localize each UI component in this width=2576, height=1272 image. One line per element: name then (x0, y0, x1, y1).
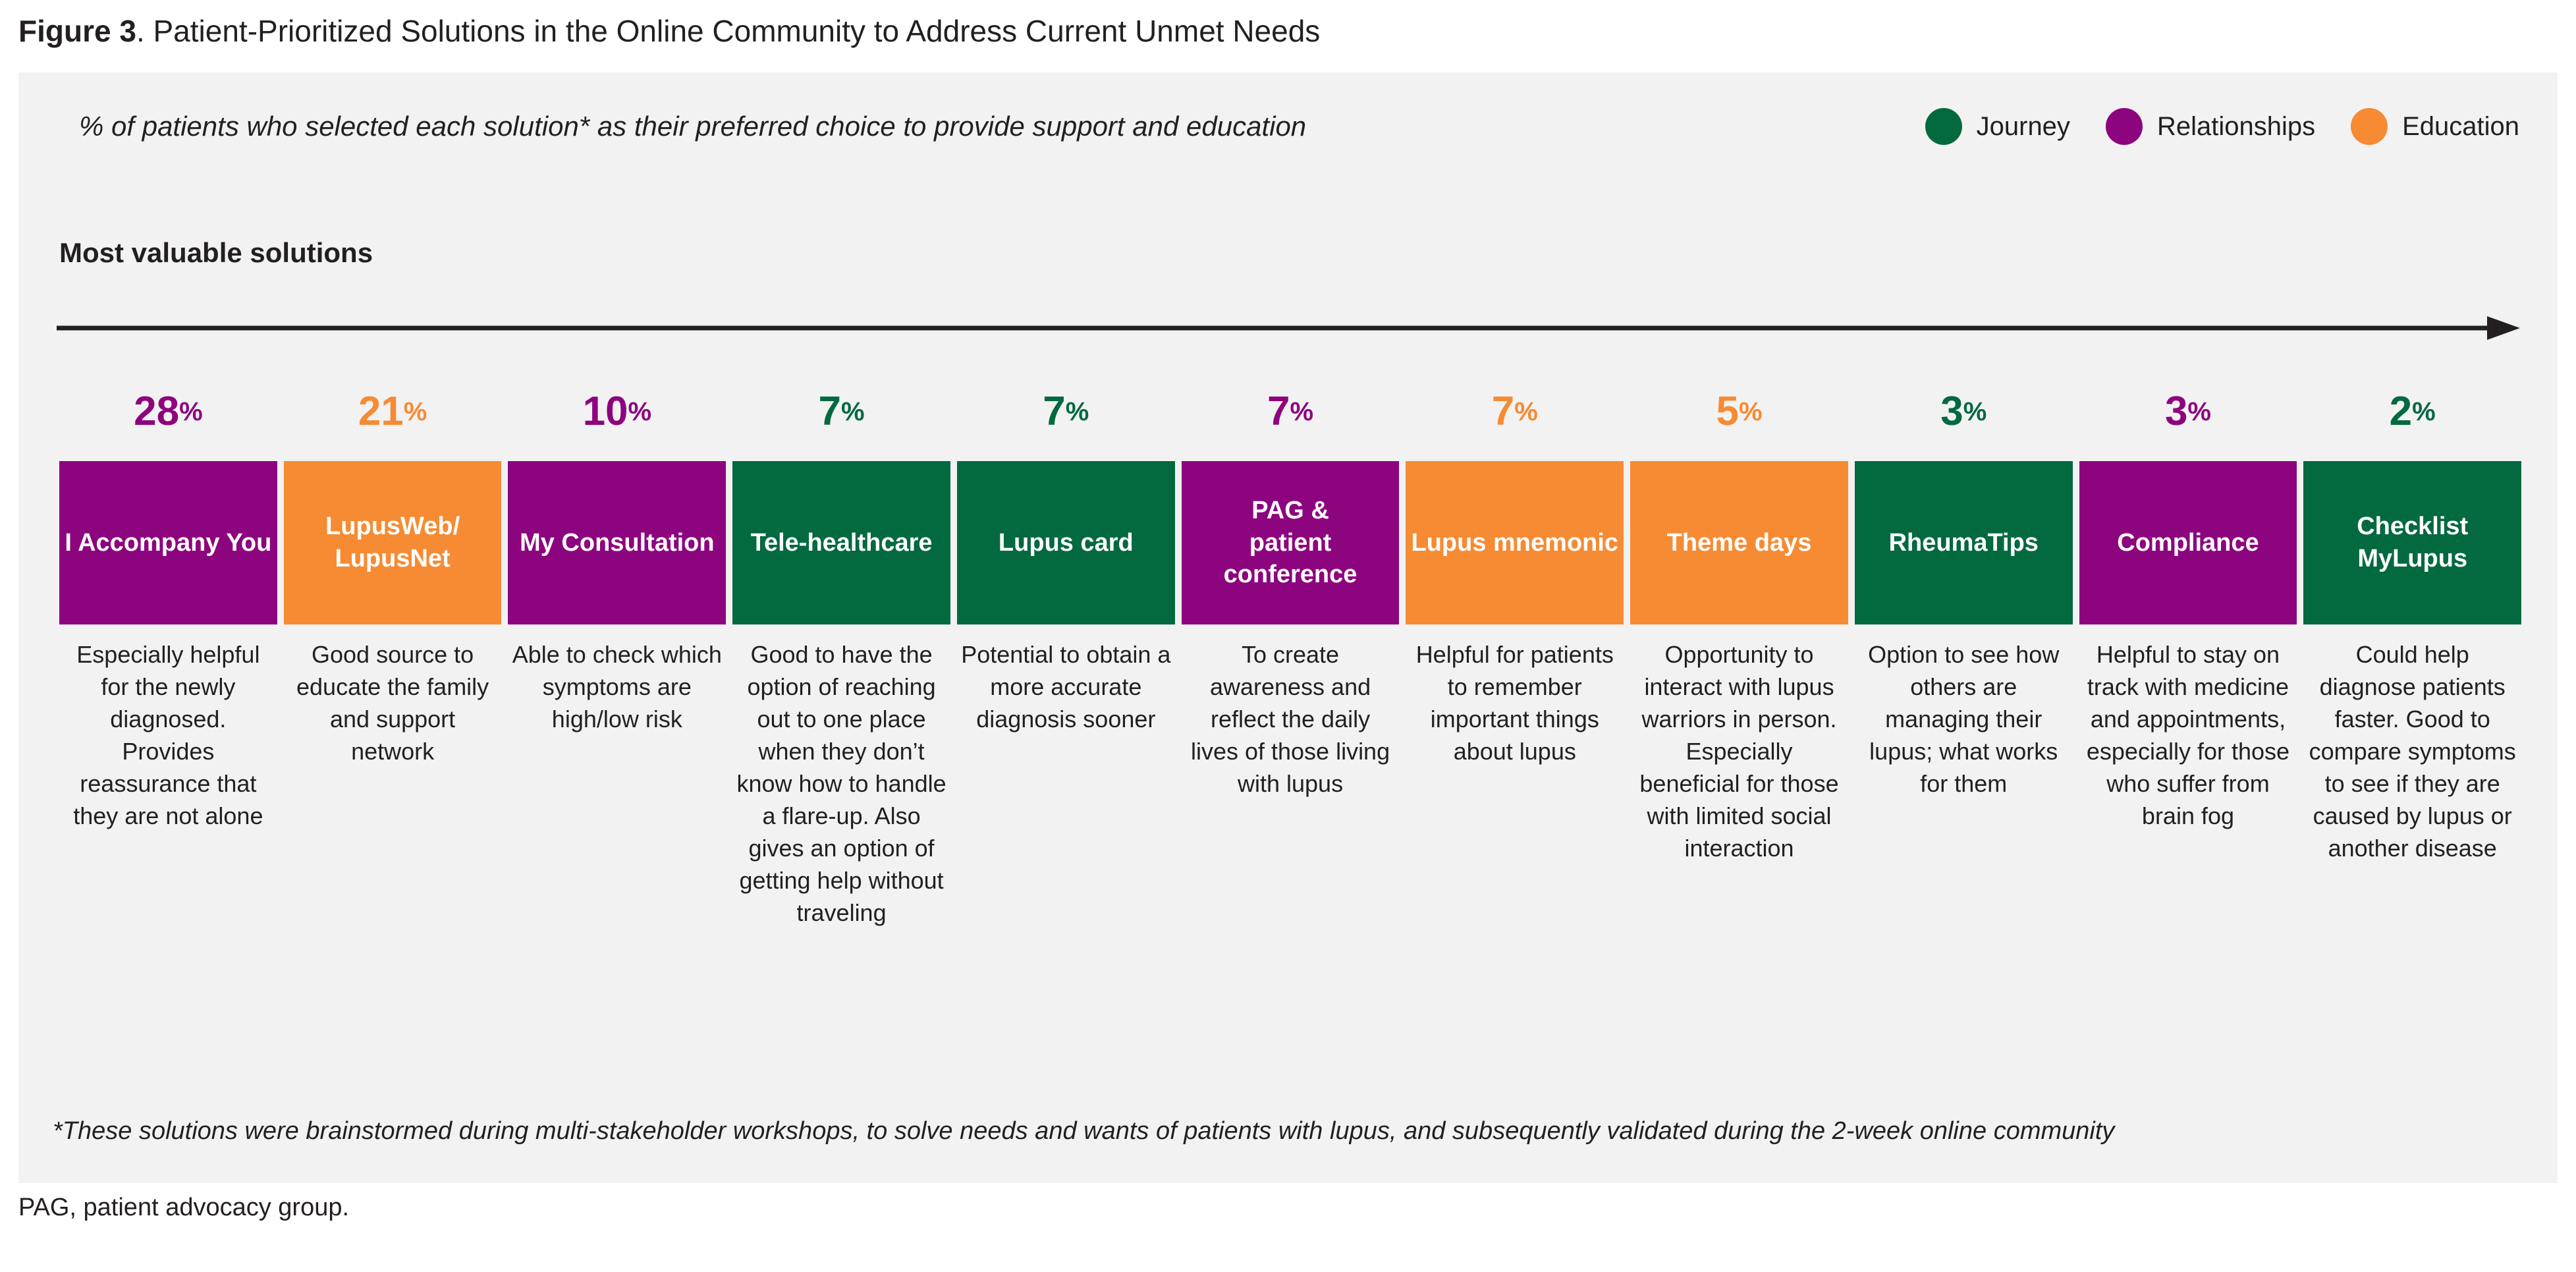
percentage-number: 7 (1267, 389, 1290, 434)
solution-box-label: My Consultation (520, 528, 715, 557)
solution-description: Helpful to stay on track with medicine a… (2086, 641, 2290, 829)
solution-box-label: Theme days (1666, 528, 1812, 557)
percentage-number: 7 (818, 389, 842, 434)
circle-marker-icon (2105, 108, 2143, 145)
percentage-number: 5 (1716, 389, 1739, 434)
solution-box-label: Lupus mnemonic (1411, 528, 1619, 557)
percentage-number: 21 (358, 389, 404, 434)
solution-description: Opportunity to interact with lupus warri… (1639, 641, 1839, 862)
solution-percentage: 7% (1406, 362, 1624, 461)
solution-box-label: RheumaTips (1888, 528, 2039, 557)
solution-box[interactable]: RheumaTips (1854, 461, 2073, 624)
legend-item-label: Relationships (2156, 111, 2316, 141)
solution-description: Could help diagnose patients faster. Goo… (2309, 641, 2516, 862)
percentage-symbol: % (2412, 397, 2436, 426)
percentage-symbol: % (1065, 397, 1089, 426)
solution-description: To create awareness and reflect the dail… (1190, 641, 1390, 797)
percentage-number: 3 (1940, 389, 1963, 434)
solution-box-label: LupusWeb/ LupusNet (325, 512, 460, 572)
solution-description: Good source to educate the family and su… (296, 641, 489, 765)
solution-percentage: 7% (1182, 362, 1400, 461)
circle-marker-icon (2351, 108, 2388, 145)
percentage-symbol: % (841, 397, 865, 426)
solution-box-label: PAG & patient conference (1223, 497, 1357, 589)
abbreviation-note: PAG, patient advocacy group. (18, 1194, 350, 1221)
solution-percentage: 3% (2079, 362, 2297, 461)
solution-percentage: 7% (732, 362, 950, 461)
legend-item-label: Education (2402, 111, 2519, 141)
percentage-symbol: % (403, 397, 427, 426)
percentage-symbol: % (179, 397, 203, 426)
solution-box[interactable]: PAG & patient conference (1181, 461, 1400, 624)
solution-box[interactable]: Compliance (2079, 461, 2297, 624)
solution-box-label: Checklist MyLupus (2357, 512, 2469, 572)
legend-item-relationships[interactable]: Relationships (2105, 108, 2316, 145)
circle-marker-icon (1925, 108, 1962, 145)
solution-box[interactable]: Checklist MyLupus (2303, 461, 2522, 624)
percentage-symbol: % (628, 397, 652, 426)
solution-percentage: 21% (284, 362, 502, 461)
percentage-symbol: % (1738, 397, 1763, 426)
solution-box[interactable]: I Accompany You (59, 461, 277, 624)
solution-box[interactable]: Theme days (1630, 461, 1848, 624)
legend-item-label: Journey (1976, 111, 2070, 141)
percentage-symbol: % (2187, 397, 2211, 426)
percentage-number: 2 (2389, 389, 2413, 434)
solution-percentage: 10% (508, 362, 726, 461)
chart-subtitle: % of patients who selected each solution… (79, 111, 1307, 142)
percentage-symbol: % (1290, 397, 1314, 426)
solution-box-label: I Accompany You (65, 528, 272, 557)
legend-item-education[interactable]: Education (2351, 108, 2519, 145)
legend-item-journey[interactable]: Journey (1925, 108, 2070, 145)
solution-percentage: 5% (1630, 362, 1848, 461)
subtitle-row: % of patients who selected each solution… (18, 104, 2558, 157)
percentage-number: 7 (1491, 389, 1515, 434)
percentage-number: 28 (134, 389, 180, 434)
solution-box[interactable]: My Consultation (508, 461, 726, 624)
solution-description: Option to see how others are managing th… (1868, 641, 2060, 797)
solution-percentage: 7% (957, 362, 1175, 461)
solution-box[interactable]: Lupus mnemonic (1406, 461, 1624, 624)
solution-box[interactable]: Tele-healthcare (732, 461, 950, 624)
solution-box-label: Compliance (2117, 528, 2259, 557)
chart-legend: Journey Relationships Education (1925, 108, 2519, 145)
solution-percentage: 3% (1855, 362, 2073, 461)
percentage-symbol: % (1514, 397, 1538, 426)
solution-description: Good to have the option of reaching out … (736, 641, 946, 926)
percentage-number: 7 (1043, 389, 1066, 434)
solution-box-label: Tele-healthcare (750, 528, 933, 557)
figure-title-number: Figure 3 (18, 14, 136, 48)
solution-description: Helpful for patients to remember importa… (1415, 641, 1614, 765)
solution-box-label: Lupus card (998, 528, 1134, 557)
solution-percentage: 2% (2303, 362, 2521, 461)
axis-label-most-valuable-solutions: Most valuable solutions (59, 237, 373, 268)
solution-column: 7% PAG & patient conference To create awar… (1181, 362, 1400, 800)
solution-description: Especially helpful for the newly diagnos… (73, 641, 263, 829)
figure-title-text: . Patient-Prioritized Solutions in the O… (136, 14, 1321, 48)
solution-box[interactable]: LupusWeb/ LupusNet (283, 461, 502, 624)
percentage-number: 3 (2164, 389, 2188, 434)
solution-description: Potential to obtain a more accurate diag… (961, 641, 1171, 733)
percentage-number: 10 (582, 389, 628, 434)
figure-panel: % of patients who selected each solution… (18, 72, 2558, 1183)
percentage-symbol: % (1963, 397, 1987, 426)
solution-percentage: 28% (59, 362, 277, 461)
solution-description: Able to check which symptoms are high/lo… (512, 641, 722, 733)
figure-title: Figure 3. Patient-Prioritized Solutions … (0, 0, 2576, 57)
solution-box[interactable]: Lupus card (956, 461, 1175, 624)
rank-arrow-icon (57, 316, 2520, 340)
figure-footnote: *These solutions were brainstormed durin… (53, 1117, 2115, 1145)
